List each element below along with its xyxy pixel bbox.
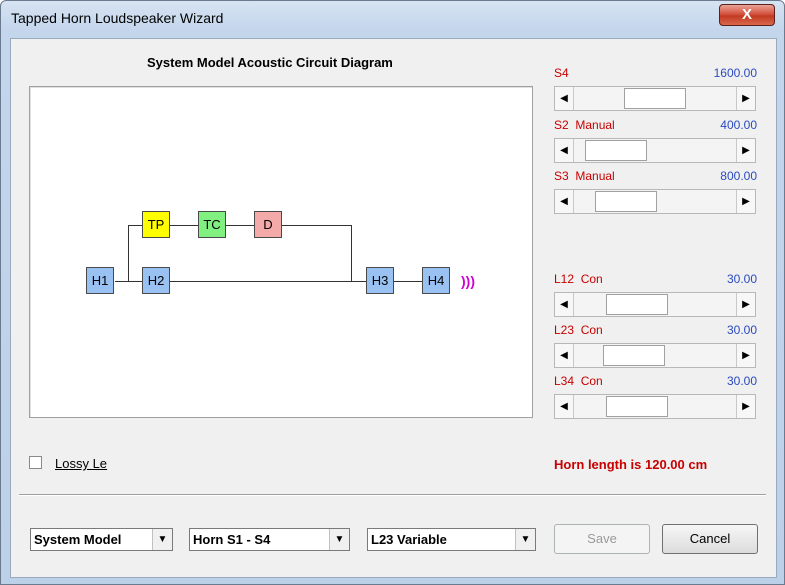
variable-select[interactable]: L23 Variable ▼ xyxy=(367,528,536,551)
control-value: 800.00 xyxy=(720,169,757,183)
control-label: S2 Manual xyxy=(554,118,615,132)
scroll-thumb[interactable] xyxy=(603,345,665,366)
scroll-left-icon[interactable]: ◀ xyxy=(555,395,574,418)
block-h1: H1 xyxy=(86,267,114,294)
scroll-right-icon[interactable]: ▶ xyxy=(736,344,755,367)
sound-waves-icon: ))) xyxy=(461,273,475,289)
scroll-left-icon[interactable]: ◀ xyxy=(555,87,574,110)
scroll-thumb[interactable] xyxy=(606,294,668,315)
control-value: 30.00 xyxy=(726,374,757,388)
control-value: 1600.00 xyxy=(713,66,757,80)
lossy-le-label[interactable]: Lossy Le xyxy=(55,456,108,471)
diagram-title: System Model Acoustic Circuit Diagram xyxy=(147,55,393,70)
scroll-right-icon[interactable]: ▶ xyxy=(736,139,755,162)
control-label: S3 Manual xyxy=(554,169,615,183)
control-label: L12 Con xyxy=(554,272,603,286)
system-model-select-value: System Model xyxy=(34,532,122,547)
scroll-thumb[interactable] xyxy=(595,191,657,212)
scroll-left-icon[interactable]: ◀ xyxy=(555,139,574,162)
block-h3: H3 xyxy=(366,267,394,294)
control-scrollbar[interactable]: ◀▶ xyxy=(554,394,756,419)
horn-select[interactable]: Horn S1 - S4 ▼ xyxy=(189,528,350,551)
separator xyxy=(19,494,766,496)
wire-top-right xyxy=(282,225,352,226)
scroll-thumb[interactable] xyxy=(624,88,686,109)
scroll-left-icon[interactable]: ◀ xyxy=(555,344,574,367)
control-scrollbar[interactable]: ◀▶ xyxy=(554,343,756,368)
control-value: 30.00 xyxy=(726,323,757,337)
wire-top-left xyxy=(128,225,142,226)
horn-length-text: Horn length is 120.00 cm xyxy=(554,457,708,472)
scroll-right-icon[interactable]: ▶ xyxy=(736,87,755,110)
control-scrollbar[interactable]: ◀▶ xyxy=(554,86,756,111)
control-scrollbar[interactable]: ◀▶ xyxy=(554,189,756,214)
acoustic-circuit-diagram xyxy=(29,86,533,418)
title-bar: Tapped Horn Loudspeaker Wizard X xyxy=(1,1,784,37)
block-tp: TP xyxy=(142,211,170,238)
chevron-down-icon[interactable]: ▼ xyxy=(329,529,349,550)
control-scrollbar[interactable]: ◀▶ xyxy=(554,292,756,317)
cancel-button[interactable]: Cancel xyxy=(662,524,758,554)
scroll-right-icon[interactable]: ▶ xyxy=(736,395,755,418)
wire-tc-d xyxy=(226,225,254,226)
scroll-left-icon[interactable]: ◀ xyxy=(555,293,574,316)
wire-vertical-left xyxy=(128,225,129,282)
wire-h1-h2 xyxy=(115,281,143,282)
control-label: L34 Con xyxy=(554,374,603,388)
chevron-down-icon[interactable]: ▼ xyxy=(152,529,172,550)
close-button[interactable]: X xyxy=(719,4,775,26)
lossy-le-checkbox[interactable] xyxy=(29,456,42,469)
scroll-left-icon[interactable]: ◀ xyxy=(555,190,574,213)
control-label: L23 Con xyxy=(554,323,603,337)
window-title: Tapped Horn Loudspeaker Wizard xyxy=(11,10,224,26)
control-label: S4 xyxy=(554,66,569,80)
block-h4: H4 xyxy=(422,267,450,294)
wire-vertical-right xyxy=(351,225,352,282)
wire-h3-h4 xyxy=(394,281,422,282)
block-d: D xyxy=(254,211,282,238)
scroll-thumb[interactable] xyxy=(606,396,668,417)
block-tc: TC xyxy=(198,211,226,238)
close-icon: X xyxy=(741,6,752,23)
chevron-down-icon[interactable]: ▼ xyxy=(515,529,535,550)
control-value: 30.00 xyxy=(726,272,757,286)
scroll-thumb[interactable] xyxy=(585,140,647,161)
scroll-right-icon[interactable]: ▶ xyxy=(736,190,755,213)
variable-select-value: L23 Variable xyxy=(371,532,447,547)
block-h2: H2 xyxy=(142,267,170,294)
scroll-right-icon[interactable]: ▶ xyxy=(736,293,755,316)
horn-select-value: Horn S1 - S4 xyxy=(193,532,271,547)
system-model-select[interactable]: System Model ▼ xyxy=(30,528,173,551)
save-button[interactable]: Save xyxy=(554,524,650,554)
wire-h2-h3 xyxy=(170,281,366,282)
control-value: 400.00 xyxy=(720,118,757,132)
wire-tp-tc xyxy=(170,225,198,226)
control-scrollbar[interactable]: ◀▶ xyxy=(554,138,756,163)
